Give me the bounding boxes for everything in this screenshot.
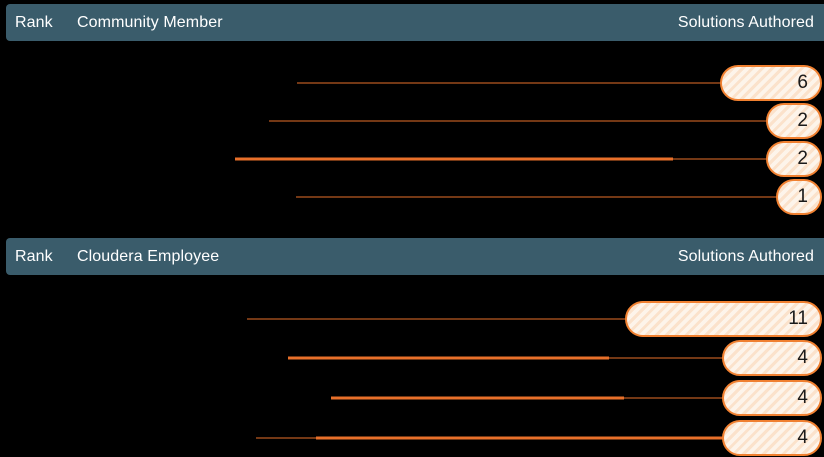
row-bar-tail [673, 158, 778, 160]
row-value-badge: 4 [722, 340, 822, 376]
row-bar [256, 437, 358, 439]
row-bar-tail [624, 397, 724, 399]
table-row[interactable]: 1 [0, 178, 824, 216]
table-row[interactable]: 4 [0, 339, 824, 377]
row-bar [296, 196, 778, 198]
row-value-badge: 2 [766, 141, 822, 177]
row-bar [331, 396, 624, 400]
section-header-community-member: Rank Community Member Solutions Authored [6, 4, 824, 41]
column-header-rank: Rank [15, 247, 53, 265]
column-header-rank: Rank [15, 13, 53, 31]
table-row[interactable]: 4 [0, 379, 824, 417]
row-value-badge: 6 [720, 65, 822, 101]
row-value-badge: 4 [722, 420, 822, 456]
table-row[interactable]: 2 [0, 102, 824, 140]
table-row[interactable]: 11 [0, 300, 824, 338]
row-bar [269, 120, 778, 122]
row-bar [247, 318, 628, 320]
row-value-badge: 11 [625, 301, 822, 337]
row-value-badge: 4 [722, 380, 822, 416]
row-bar [235, 157, 673, 161]
row-bar [288, 356, 609, 360]
column-header-member-name: Community Member [77, 13, 223, 31]
column-header-solutions-authored: Solutions Authored [677, 13, 814, 31]
table-row[interactable]: 6 [0, 64, 824, 102]
column-header-employee-name: Cloudera Employee [77, 247, 220, 265]
row-value-badge: 2 [766, 103, 822, 139]
row-bar-tail [316, 436, 724, 440]
table-row[interactable]: 4 [0, 419, 824, 457]
row-bar-tail [609, 357, 724, 359]
row-value-badge: 1 [776, 179, 822, 215]
column-header-solutions-authored: Solutions Authored [677, 247, 814, 265]
section-header-cloudera-employee: Rank Cloudera Employee Solutions Authore… [6, 238, 824, 275]
row-bar [297, 82, 724, 84]
table-row[interactable]: 2 [0, 140, 824, 178]
